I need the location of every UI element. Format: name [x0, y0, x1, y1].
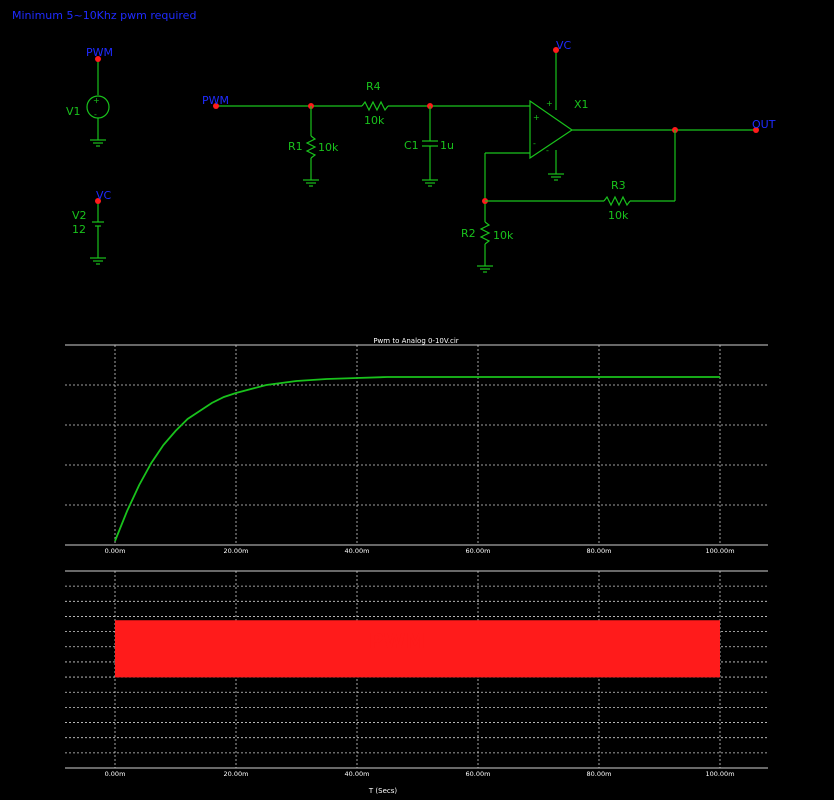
- upper-plot-ticks: 0.00m 20.00m 40.00m 60.00m 80.00m 100.00m: [105, 547, 735, 555]
- pwm-source-label: PWM: [86, 46, 113, 59]
- c1-value: 1u: [440, 139, 454, 152]
- lower-plot-ticks: 0.00m 20.00m 40.00m 60.00m 80.00m 100.00m: [105, 770, 735, 778]
- pwm-bar: [115, 620, 720, 678]
- x-tick-label: 0.00m: [105, 770, 126, 778]
- upper-plot-grid: [65, 344, 768, 546]
- x-tick-label: 100.00m: [705, 547, 734, 555]
- opamp-minus: -: [533, 139, 536, 148]
- c1-capacitor[interactable]: C1 1u: [404, 103, 454, 187]
- pwm-label: PWM: [369, 629, 426, 653]
- v1-source[interactable]: + - PWM V1: [66, 46, 113, 147]
- out-node[interactable]: [753, 127, 759, 133]
- r3-label: R3: [611, 179, 626, 192]
- x-axis-label: T (Secs): [368, 787, 397, 795]
- pwm-source-node[interactable]: [95, 56, 101, 62]
- x1-opamp[interactable]: + - + - VC X1: [529, 39, 589, 181]
- v1-plus: +: [93, 96, 100, 105]
- vc-source-node[interactable]: [95, 198, 101, 204]
- resistor-icon: [305, 135, 317, 159]
- schematic[interactable]: + - PWM V1 VC V2 12 PWM: [66, 39, 776, 273]
- v2-source[interactable]: VC V2 12: [72, 189, 112, 265]
- out-label: OUT: [752, 118, 776, 131]
- x-tick-label: 20.00m: [224, 547, 249, 555]
- vc-opamp-label: VC: [556, 39, 572, 52]
- note-text: Minimum 5~10Khz pwm required: [12, 9, 196, 22]
- v2-value: 12: [72, 223, 86, 236]
- r4-value: 10k: [364, 114, 385, 127]
- opamp-vplus: +: [546, 99, 553, 108]
- opamp-vminus: -: [546, 146, 549, 155]
- x-tick-label: 60.00m: [466, 770, 491, 778]
- x-tick-label: 40.00m: [345, 770, 370, 778]
- v1-label: V1: [66, 105, 81, 118]
- lower-plot[interactable]: PWM 0.00m 20.00m 40.00m 60.00m 80.00m 100.00m…: [65, 570, 768, 795]
- r3-value: 10k: [608, 209, 629, 222]
- c1-label: C1: [404, 139, 419, 152]
- r4-label: R4: [366, 80, 381, 93]
- x-tick-label: 80.00m: [587, 547, 612, 555]
- r2-value: 10k: [493, 229, 514, 242]
- r1-label: R1: [288, 140, 303, 153]
- x-tick-label: 100.00m: [705, 770, 734, 778]
- pwm-input-label: PWM: [202, 94, 229, 107]
- vc-source-label: VC: [96, 189, 112, 202]
- r2-label: R2: [461, 227, 476, 240]
- x1-label: X1: [574, 98, 589, 111]
- v2-label: V2: [72, 209, 87, 222]
- x-tick-label: 0.00m: [105, 547, 126, 555]
- pwm-input-node[interactable]: [213, 103, 219, 109]
- x-tick-label: 80.00m: [587, 770, 612, 778]
- r2-resistor[interactable]: R2 10k: [461, 221, 514, 273]
- opamp-icon: [529, 99, 574, 160]
- vc-opamp-node[interactable]: [553, 47, 559, 53]
- r1-value: 10k: [318, 141, 339, 154]
- x-tick-label: 40.00m: [345, 547, 370, 555]
- resistor-icon: [361, 100, 389, 112]
- resistor-icon: [603, 195, 631, 207]
- resistor-icon: [479, 221, 491, 245]
- v1-minus: -: [94, 110, 97, 119]
- r4-resistor[interactable]: R4 10k: [361, 80, 530, 127]
- x-tick-label: 60.00m: [466, 547, 491, 555]
- r3-resistor[interactable]: R3 10k: [485, 179, 675, 222]
- r1-resistor[interactable]: R1 10k: [288, 103, 339, 187]
- opamp-plus: +: [533, 113, 540, 122]
- upper-plot[interactable]: Pwm to Analog 0-10V.cir 0.00m 20.00m 40.00…: [65, 337, 768, 555]
- x-tick-label: 20.00m: [224, 770, 249, 778]
- plot-series-line: [114, 376, 720, 542]
- plot-title: Pwm to Analog 0-10V.cir: [373, 337, 458, 345]
